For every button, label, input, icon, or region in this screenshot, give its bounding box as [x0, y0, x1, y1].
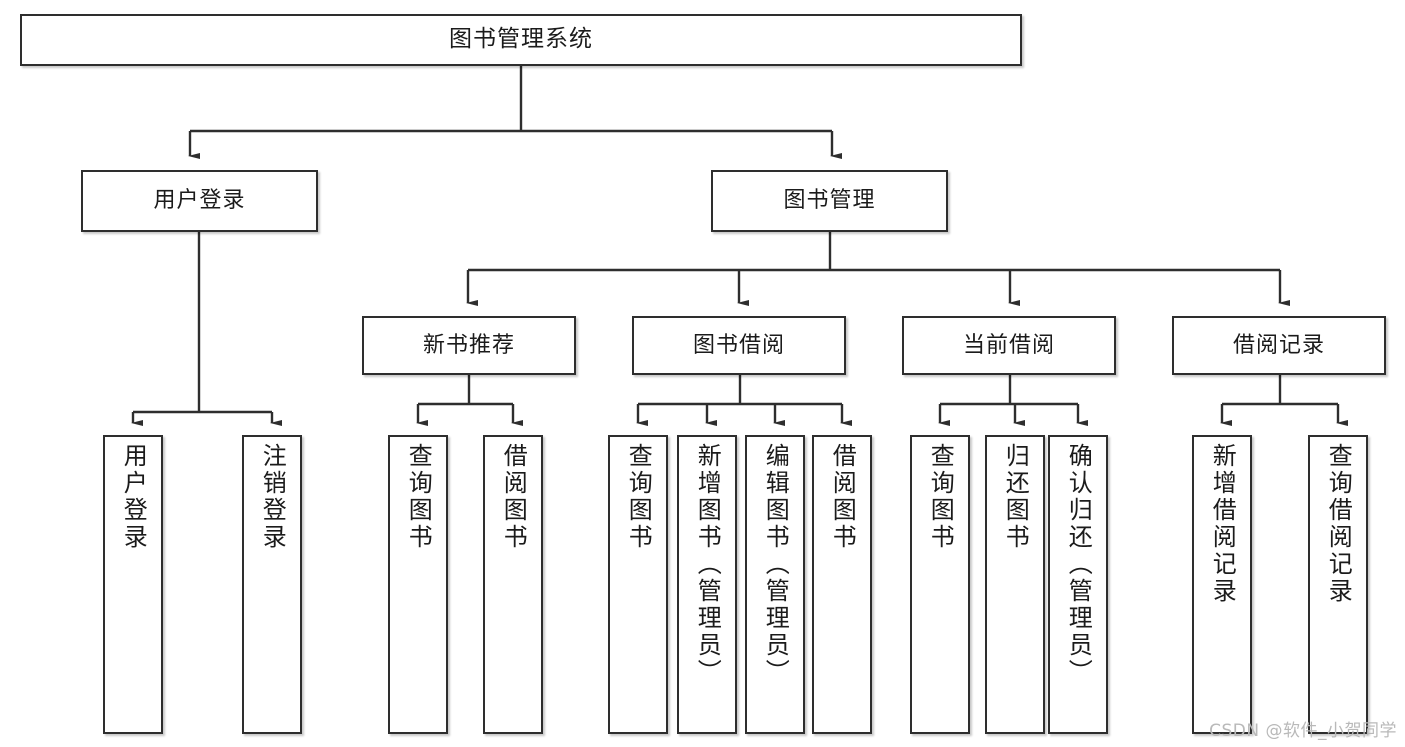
- node-label: 新书推荐: [422, 332, 515, 358]
- node-label: 图书管理系统: [449, 26, 593, 53]
- leaf-return-book[interactable]: 归还图书: [985, 435, 1045, 734]
- node-book-borrow[interactable]: 图书借阅: [632, 316, 846, 375]
- node-label: 用户登录: [119, 443, 148, 551]
- node-new-book-recommend[interactable]: 新书推荐: [362, 316, 576, 375]
- node-label: 当前借阅: [962, 332, 1055, 358]
- node-label: 图书管理: [783, 188, 876, 214]
- leaf-query-book-recommend[interactable]: 查询图书: [388, 435, 448, 734]
- node-label: 借阅图书: [499, 443, 528, 551]
- node-label: 查询借阅记录: [1324, 443, 1353, 605]
- leaf-user-login[interactable]: 用户登录: [103, 435, 163, 734]
- node-label: 借阅记录: [1232, 332, 1325, 358]
- leaf-confirm-return-admin[interactable]: 确认归还（管理员）: [1048, 435, 1108, 734]
- leaf-logout[interactable]: 注销登录: [242, 435, 302, 734]
- node-label: 编辑图书（管理员）: [761, 443, 790, 686]
- node-root-system[interactable]: 图书管理系统: [20, 14, 1022, 66]
- node-label: 查询图书: [404, 443, 433, 551]
- leaf-borrow-book[interactable]: 借阅图书: [812, 435, 872, 734]
- node-label: 用户登录: [153, 188, 246, 214]
- node-label: 图书借阅: [692, 332, 785, 358]
- node-current-borrow[interactable]: 当前借阅: [902, 316, 1116, 375]
- leaf-query-book-borrow[interactable]: 查询图书: [608, 435, 668, 734]
- node-label: 新增图书（管理员）: [693, 443, 722, 686]
- node-label: 归还图书: [1001, 443, 1030, 551]
- leaf-query-borrow-record[interactable]: 查询借阅记录: [1308, 435, 1368, 734]
- leaf-query-book-current[interactable]: 查询图书: [910, 435, 970, 734]
- node-book-management[interactable]: 图书管理: [711, 170, 948, 232]
- leaf-edit-book-admin[interactable]: 编辑图书（管理员）: [745, 435, 805, 734]
- leaf-add-borrow-record[interactable]: 新增借阅记录: [1192, 435, 1252, 734]
- leaf-add-book-admin[interactable]: 新增图书（管理员）: [677, 435, 737, 734]
- leaf-borrow-book-recommend[interactable]: 借阅图书: [483, 435, 543, 734]
- node-label: 注销登录: [258, 443, 287, 551]
- node-label: 新增借阅记录: [1208, 443, 1237, 605]
- node-label: 查询图书: [624, 443, 653, 551]
- node-user-login[interactable]: 用户登录: [81, 170, 318, 232]
- node-label: 查询图书: [926, 443, 955, 551]
- node-label: 确认归还（管理员）: [1064, 443, 1093, 686]
- node-label: 借阅图书: [828, 443, 857, 551]
- node-borrow-records[interactable]: 借阅记录: [1172, 316, 1386, 375]
